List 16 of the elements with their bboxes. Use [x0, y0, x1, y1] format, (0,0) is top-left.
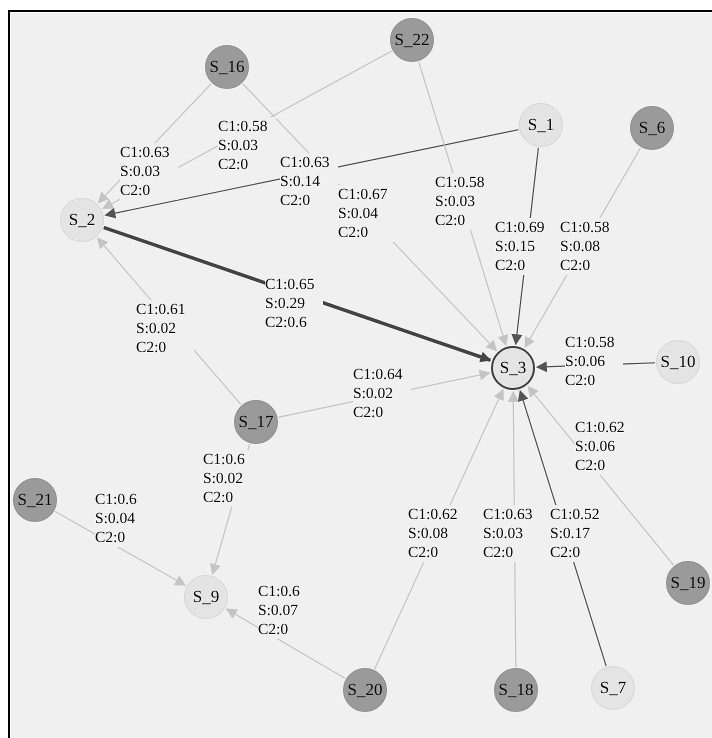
node-label: S_21 — [18, 490, 52, 510]
node-label: S_6 — [638, 118, 666, 138]
node-label: S_22 — [394, 30, 430, 50]
node-label: S_9 — [192, 587, 220, 607]
edge-label: C1:0.63 S:0.03 C2:0 — [120, 143, 178, 200]
node-label: S_19 — [670, 573, 706, 593]
node-label: S_10 — [660, 352, 696, 372]
node-label: S_16 — [210, 57, 244, 77]
node-label: S_7 — [600, 678, 626, 698]
node-label: S_1 — [528, 115, 554, 135]
node-label: S_3 — [500, 358, 526, 378]
node-label: S_18 — [498, 680, 534, 700]
node-label: S_20 — [348, 680, 382, 700]
edge-label: C1:0.67 S:0.04 C2:0 — [338, 185, 396, 242]
node-label: S_17 — [238, 412, 274, 432]
node-label: S_2 — [68, 210, 96, 230]
